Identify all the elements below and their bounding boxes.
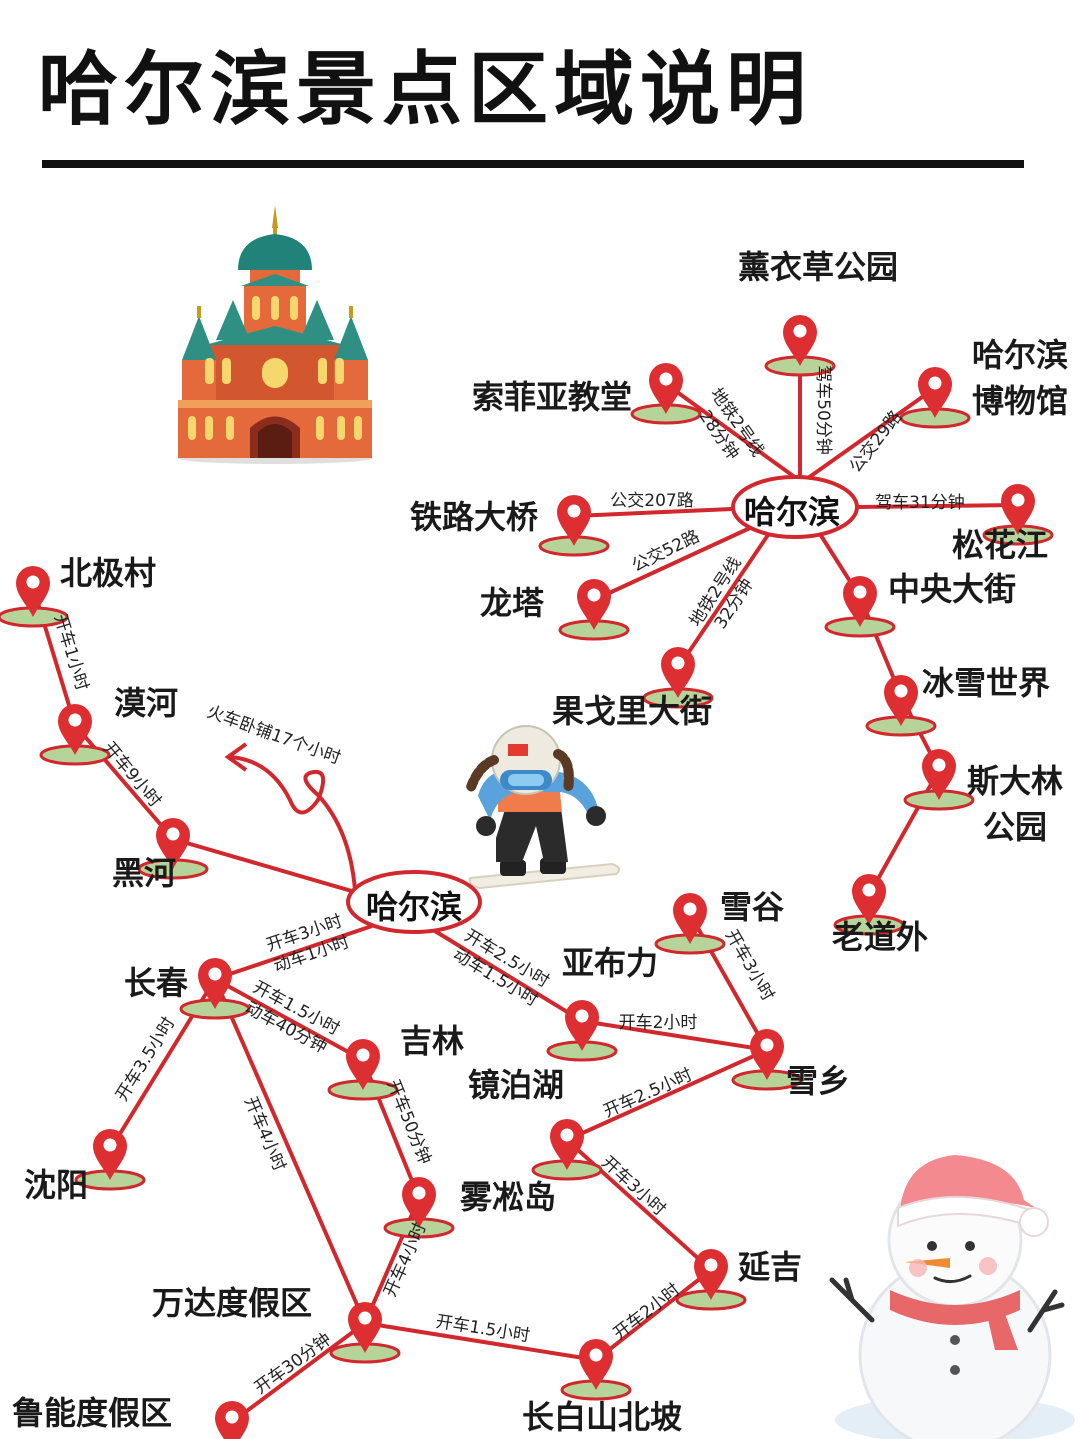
line-yabuli-xuexiang (581, 1019, 768, 1052)
line-jingpo-yanji (565, 1138, 713, 1272)
pin-icon (560, 1337, 632, 1401)
pin-icon (546, 998, 618, 1062)
place-label-museum-line2: 博物馆 (971, 382, 1068, 420)
place-label-longta: 龙塔 (480, 584, 545, 622)
pin-icon (824, 574, 896, 638)
train-arrow-path (229, 755, 357, 891)
line-laodao (867, 769, 941, 896)
line-heihe-hub (172, 837, 356, 894)
place-label-songhua: 松花江 (952, 526, 1049, 564)
place-label-luneng: 鲁能度假区 (12, 1394, 173, 1432)
line-wanda-luneng (230, 1321, 367, 1424)
place-label-icesnow: 冰雪世界 (922, 664, 1051, 702)
route-label: 开车9小时 (99, 738, 165, 811)
route-label: 公交207路 (610, 491, 693, 511)
pin-icon (675, 1247, 747, 1311)
place-label-yanji: 延吉 (738, 1248, 803, 1286)
line-songhua (857, 503, 1019, 509)
route-label: 开车2小时 (610, 1280, 684, 1344)
line-longta (593, 526, 751, 602)
place-label-heihe: 黑河 (112, 854, 177, 892)
place-label-beiji: 北极村 (60, 554, 157, 592)
line-mohe-heihe (73, 723, 175, 841)
route-label: 开车1小时 (50, 612, 92, 693)
pin-icon (179, 956, 251, 1020)
route-label: 火车卧铺17个小时 (204, 702, 343, 769)
place-label-wanda: 万达度假区 (152, 1284, 313, 1322)
page-title: 哈尔滨景点区域说明 (38, 43, 812, 136)
pin-icon (329, 1300, 401, 1364)
line-museum (806, 386, 937, 480)
place-label-xuegu: 雪谷 (720, 888, 785, 926)
hub-label-province: 哈尔滨 (366, 888, 463, 926)
train-arrowhead (224, 742, 248, 772)
line-guogeli (676, 530, 772, 670)
place-label-wusong: 雾凇岛 (460, 1178, 557, 1216)
hub-oval-city (731, 475, 859, 539)
route-label: 驾车31分钟 (875, 493, 965, 513)
pin-icon (538, 493, 610, 557)
line-changchun-wanda (213, 978, 367, 1324)
route-label: 开车30分钟 (251, 1330, 335, 1399)
route-label: 公交29路 (846, 407, 906, 477)
line-bridge (573, 507, 733, 518)
place-label-jingpo: 镜泊湖 (468, 1066, 565, 1104)
line-xuexiang-jingpo (566, 1048, 768, 1142)
route-label: 开车3小时 (721, 926, 778, 1004)
cathedral-illustration (177, 205, 373, 464)
place-label-bridge: 铁路大桥 (410, 498, 539, 536)
place-label-sophia: 索菲亚教堂 (472, 378, 633, 416)
snowboarder-illustration (465, 725, 621, 890)
pin-icon (654, 891, 726, 955)
line-wanda-changbai (364, 1321, 597, 1362)
place-label-stalin: 斯大林 公园 (960, 758, 1070, 850)
line-hub-yabuli (428, 926, 584, 1023)
line-changbai-yanji (594, 1268, 713, 1362)
place-label-changchun: 长春 (124, 964, 189, 1002)
place-label-museum-line1: 哈尔滨 (971, 336, 1068, 374)
snowman-illustration (829, 1155, 1075, 1439)
place-label-central: 中央大街 (888, 570, 1017, 608)
place-label-guogeli: 果戈里大街 (552, 692, 713, 730)
pin-icon (39, 702, 111, 766)
place-label-stalin-line2: 公园 (982, 808, 1047, 846)
pin-icon (630, 361, 702, 425)
place-label-yabuli: 亚布力 (562, 944, 659, 982)
place-label-laodao: 老道外 (832, 918, 929, 956)
title-underline (42, 160, 1024, 168)
route-label: 开车3小时 (597, 1152, 669, 1220)
place-label-shenyang: 沈阳 (24, 1166, 89, 1204)
place-label-changbai: 长白山北坡 (522, 1398, 683, 1436)
route-label: 驾车50分钟 (813, 365, 833, 455)
line-hub-changchun (214, 924, 373, 981)
place-label-lavender: 薰衣草公园 (738, 248, 899, 286)
route-label: 开车2.5小时 (600, 1065, 695, 1122)
line-sophia (664, 382, 798, 480)
line-changchun-jilin (214, 977, 364, 1062)
route-label: 开车2小时 (619, 1013, 698, 1033)
hub-oval-province (346, 870, 482, 934)
place-label-jilin: 吉林 (400, 1022, 465, 1060)
route-label: 开车50分钟 (383, 1077, 435, 1168)
pin-icon (899, 365, 971, 429)
place-label-museum: 哈尔滨 博物馆 (966, 332, 1074, 424)
place-label-stalin-line1: 斯大林 (966, 762, 1063, 800)
place-label-mohe: 漠河 (114, 684, 179, 722)
hub-label-city: 哈尔滨 (744, 493, 841, 531)
place-label-xuexiang: 雪乡 (786, 1062, 851, 1100)
